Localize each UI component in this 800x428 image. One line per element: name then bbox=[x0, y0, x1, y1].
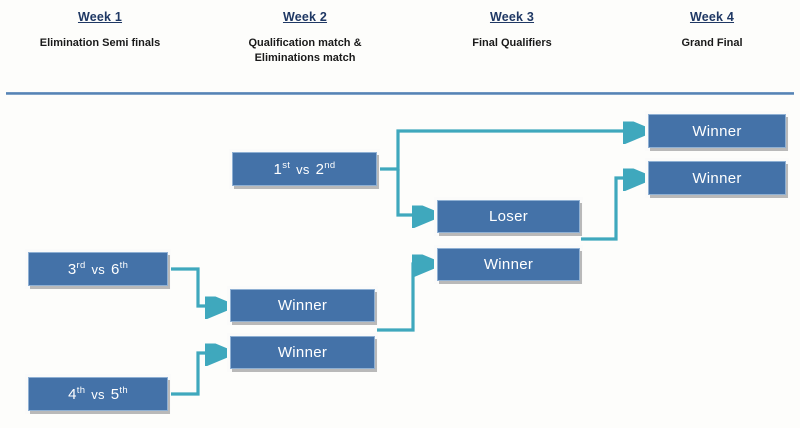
node-label: 3rd vs 6th bbox=[67, 259, 129, 278]
week-2-subtitle: Qualification match & Eliminations match bbox=[248, 37, 362, 64]
node-label: 4th vs 5th bbox=[68, 384, 128, 403]
result-node-week2-winner-top[interactable]: Winner bbox=[230, 289, 375, 322]
column-header-week-1: Week 1 Elimination Semi finals bbox=[0, 10, 200, 51]
wire-first-vs-second-to-grand-final-top bbox=[377, 131, 641, 171]
node-label: 1st vs 2nd bbox=[273, 159, 336, 178]
node-label: Winner bbox=[692, 122, 742, 140]
column-header-week-3: Week 3 Final Qualifiers bbox=[412, 10, 612, 51]
node-label: Winner bbox=[483, 256, 534, 273]
result-node-week4-winner-top[interactable]: Winner bbox=[648, 114, 786, 148]
week-1-subtitle: Elimination Semi finals bbox=[39, 37, 161, 49]
column-header-week-2: Week 2 Qualification match & Elimination… bbox=[205, 10, 405, 66]
week-4-title: Week 4 bbox=[689, 10, 735, 24]
node-label: Winner bbox=[692, 169, 742, 187]
match-node-first-vs-second[interactable]: 1st vs 2nd bbox=[232, 152, 377, 186]
week-3-subtitle: Final Qualifiers bbox=[472, 37, 552, 49]
wire-week2-winner-to-week3-winner bbox=[377, 264, 430, 332]
node-label: Winner bbox=[277, 344, 328, 361]
result-node-week3-winner[interactable]: Winner bbox=[437, 248, 580, 281]
week-3-title: Week 3 bbox=[489, 10, 535, 24]
result-node-week2-winner-bottom[interactable]: Winner bbox=[230, 336, 375, 369]
result-node-week4-winner-bottom[interactable]: Winner bbox=[648, 161, 786, 195]
week-4-subtitle: Grand Final bbox=[681, 37, 743, 49]
wire-first-vs-second-to-loser bbox=[396, 169, 430, 215]
column-header-week-4: Week 4 Grand Final bbox=[612, 10, 800, 51]
node-label: Winner bbox=[277, 297, 328, 314]
header-divider bbox=[6, 92, 794, 95]
node-label: Loser bbox=[488, 208, 529, 225]
match-node-fourth-vs-fifth[interactable]: 4th vs 5th bbox=[28, 377, 168, 411]
week-2-title: Week 2 bbox=[282, 10, 328, 24]
week-1-title: Week 1 bbox=[77, 10, 123, 24]
wire-third-vs-sixth-to-winner bbox=[168, 267, 223, 306]
result-node-week3-loser[interactable]: Loser bbox=[437, 200, 580, 233]
wire-fourth-vs-fifth-to-winner bbox=[168, 353, 223, 396]
wire-week3-to-grand-final-bottom bbox=[581, 178, 641, 241]
match-node-third-vs-sixth[interactable]: 3rd vs 6th bbox=[28, 252, 168, 286]
